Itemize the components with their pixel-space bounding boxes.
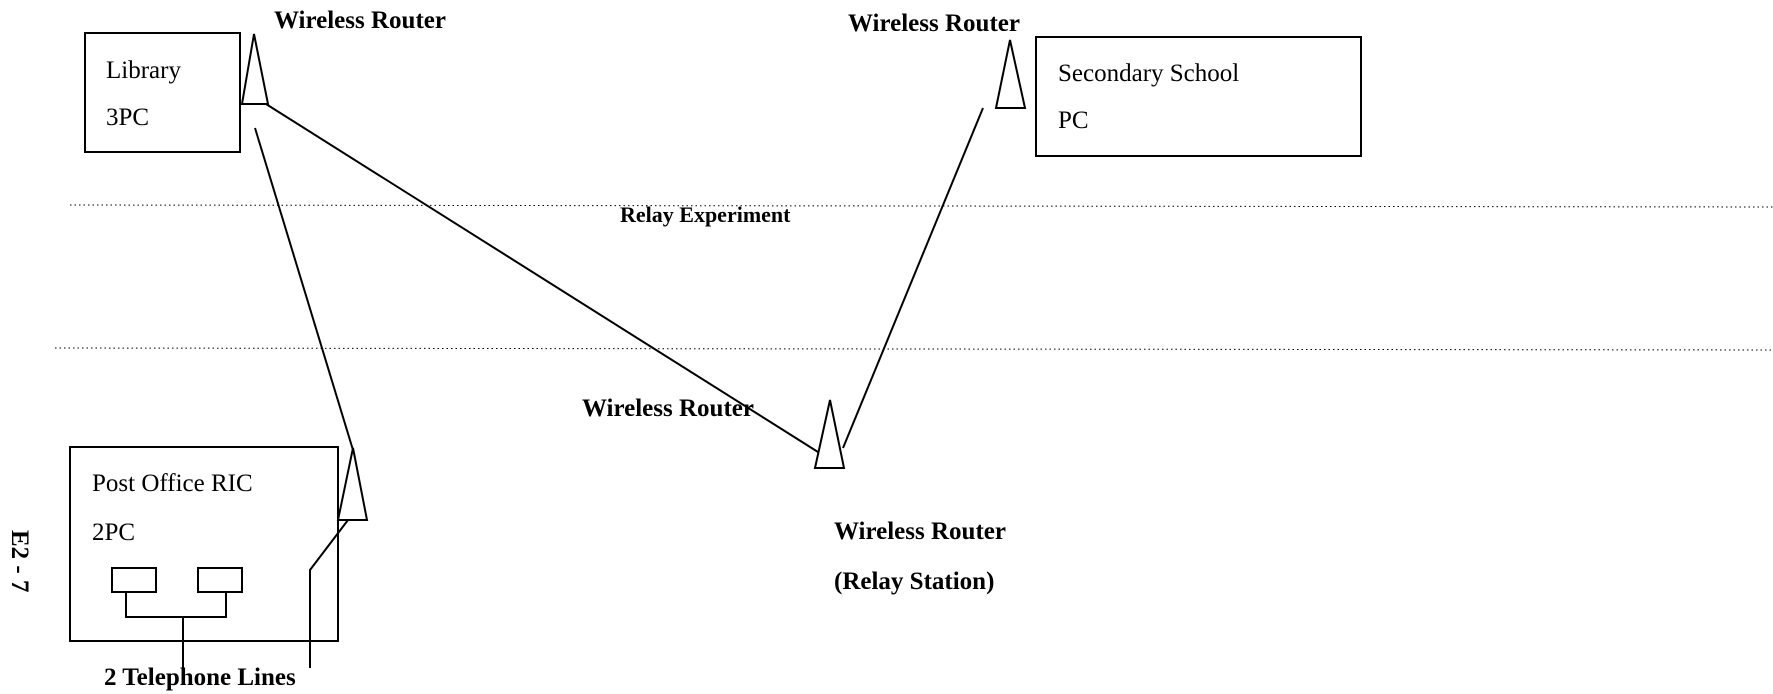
wireless-router-relay-icon <box>813 399 846 469</box>
relay-station-label-line1: Wireless Router <box>834 518 1006 545</box>
router-library-label: Wireless Router <box>274 7 446 34</box>
page-number: E2 - 7 <box>6 530 33 593</box>
wireless-router-library-icon <box>240 33 270 105</box>
school-name: Secondary School <box>1058 60 1239 87</box>
telephone-connector <box>125 592 227 618</box>
telephone-device-left <box>111 567 157 593</box>
telephone-lines-label: 2 Telephone Lines <box>104 664 296 691</box>
link-relay-to-school <box>842 107 984 449</box>
post-office-router-cable <box>309 519 349 668</box>
post-office-box <box>69 446 339 642</box>
wireless-router-post-office-icon <box>336 447 369 521</box>
relay-station-label-line2: (Relay Station) <box>834 568 994 595</box>
dotted-separator-bottom <box>54 347 1773 351</box>
school-pc-count: PC <box>1058 107 1089 134</box>
secondary-school-box <box>1035 36 1362 157</box>
library-pc-count: 3PC <box>106 104 149 131</box>
library-name: Library <box>106 57 181 84</box>
relay-experiment-label: Relay Experiment <box>620 202 791 227</box>
post-office-name: Post Office RIC <box>92 470 253 497</box>
dotted-separator-top <box>69 204 1773 208</box>
link-library-to-post-office <box>254 127 354 451</box>
telephone-device-right <box>197 567 243 593</box>
post-office-pc-count: 2PC <box>92 519 135 546</box>
router-school-label: Wireless Router <box>848 10 1020 37</box>
router-mid-label: Wireless Router <box>582 395 754 422</box>
link-library-to-relay <box>265 103 819 453</box>
library-box <box>84 32 241 153</box>
wireless-router-school-icon <box>994 39 1027 109</box>
